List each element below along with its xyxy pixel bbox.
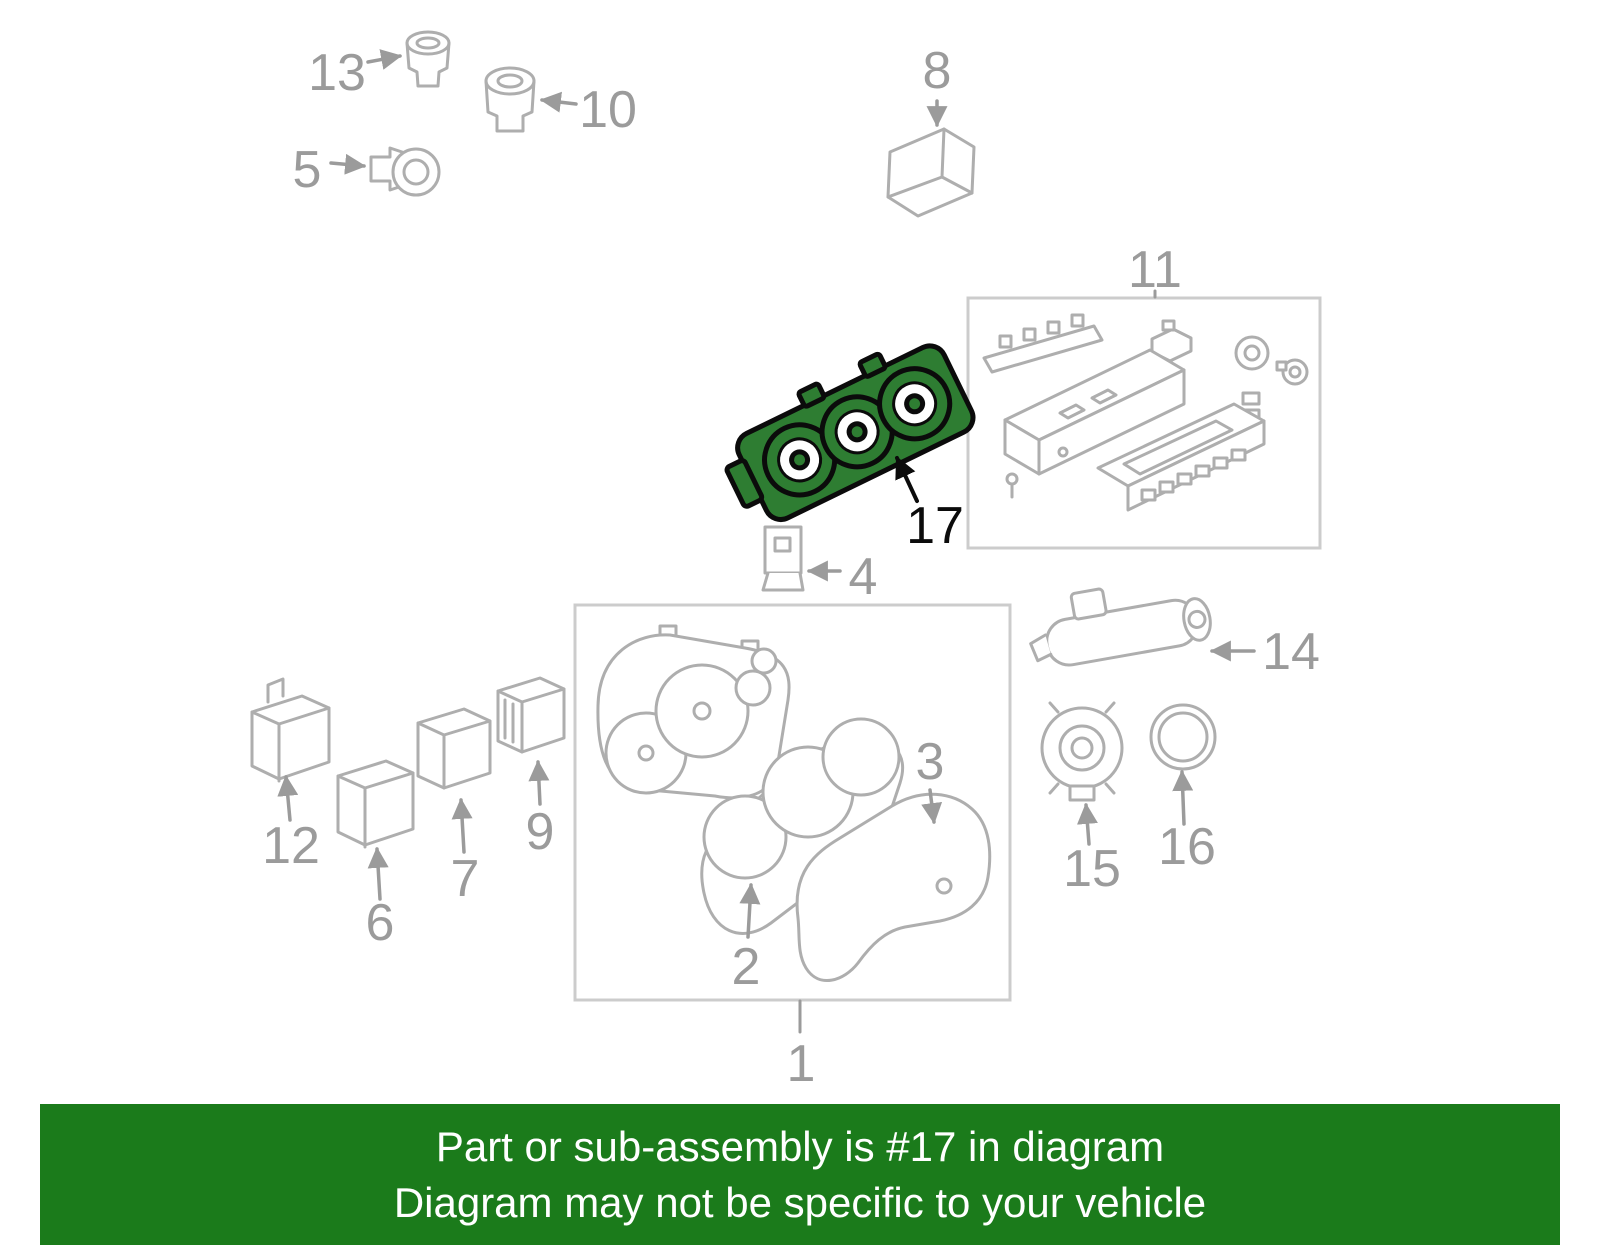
arrow-17 (895, 456, 919, 503)
callout-12: 12 (262, 817, 320, 875)
part-radio-assembly-11 (982, 313, 1309, 512)
callout-17: 17 (906, 497, 964, 555)
callout-6: 6 (366, 894, 395, 952)
arrow-6 (367, 846, 389, 901)
climate-knob-left (762, 422, 838, 498)
callout-11: 11 (1128, 241, 1182, 299)
part-relay-6 (336, 759, 415, 849)
callout-1: 1 (787, 1035, 816, 1093)
part-socket-5 (369, 146, 441, 197)
callout-9: 9 (526, 803, 555, 861)
callout-16: 16 (1158, 818, 1216, 876)
arrow-2 (739, 882, 761, 939)
part-sensor-15 (1040, 701, 1124, 802)
arrow-16 (1172, 769, 1194, 826)
arrow-12 (277, 774, 299, 822)
part-relay-12 (250, 677, 331, 783)
notice-banner: Part or sub-assembly is #17 in diagram D… (40, 1104, 1560, 1245)
part-bulb-socket-10 (484, 66, 536, 133)
part-cluster-housing (596, 624, 791, 800)
part-bracket-4 (761, 525, 805, 592)
part-ring-16 (1149, 703, 1217, 771)
part-bulb-socket-13 (405, 30, 451, 88)
part-module-8 (886, 127, 976, 218)
part-17-climate-control-highlighted (724, 343, 976, 523)
part-cluster-cover (795, 792, 992, 982)
callout-3: 3 (916, 733, 945, 791)
callout-13: 13 (308, 44, 366, 102)
callout-2: 2 (732, 938, 761, 996)
arrow-9 (528, 759, 550, 806)
arrow-3 (921, 788, 943, 825)
arrow-10 (539, 91, 578, 113)
banner-line-2: Diagram may not be specific to your vehi… (393, 1178, 1207, 1226)
part-ignition-switch-14 (1029, 587, 1212, 667)
callout-7: 7 (451, 850, 480, 908)
callout-10: 10 (579, 81, 637, 139)
arrow-15 (1076, 802, 1098, 846)
callout-15: 15 (1063, 840, 1121, 898)
callout-8: 8 (923, 42, 952, 100)
cluster-assembly-frame (573, 603, 1012, 1002)
part-connector-9 (496, 676, 566, 754)
exploded-parts-diagram: 13 10 5 8 11 17 4 14 3 2 1 12 6 7 9 15 1… (250, 30, 1322, 1093)
arrow-7 (451, 797, 473, 854)
callout-4: 4 (849, 548, 878, 606)
climate-knob-right (877, 366, 953, 442)
banner-line-1: Part or sub-assembly is #17 in diagram (435, 1123, 1165, 1171)
arrow-13 (366, 49, 403, 70)
callout-5: 5 (293, 141, 322, 199)
arrow-5 (329, 153, 367, 175)
callout-14: 14 (1262, 623, 1320, 681)
part-relay-7 (416, 707, 492, 790)
